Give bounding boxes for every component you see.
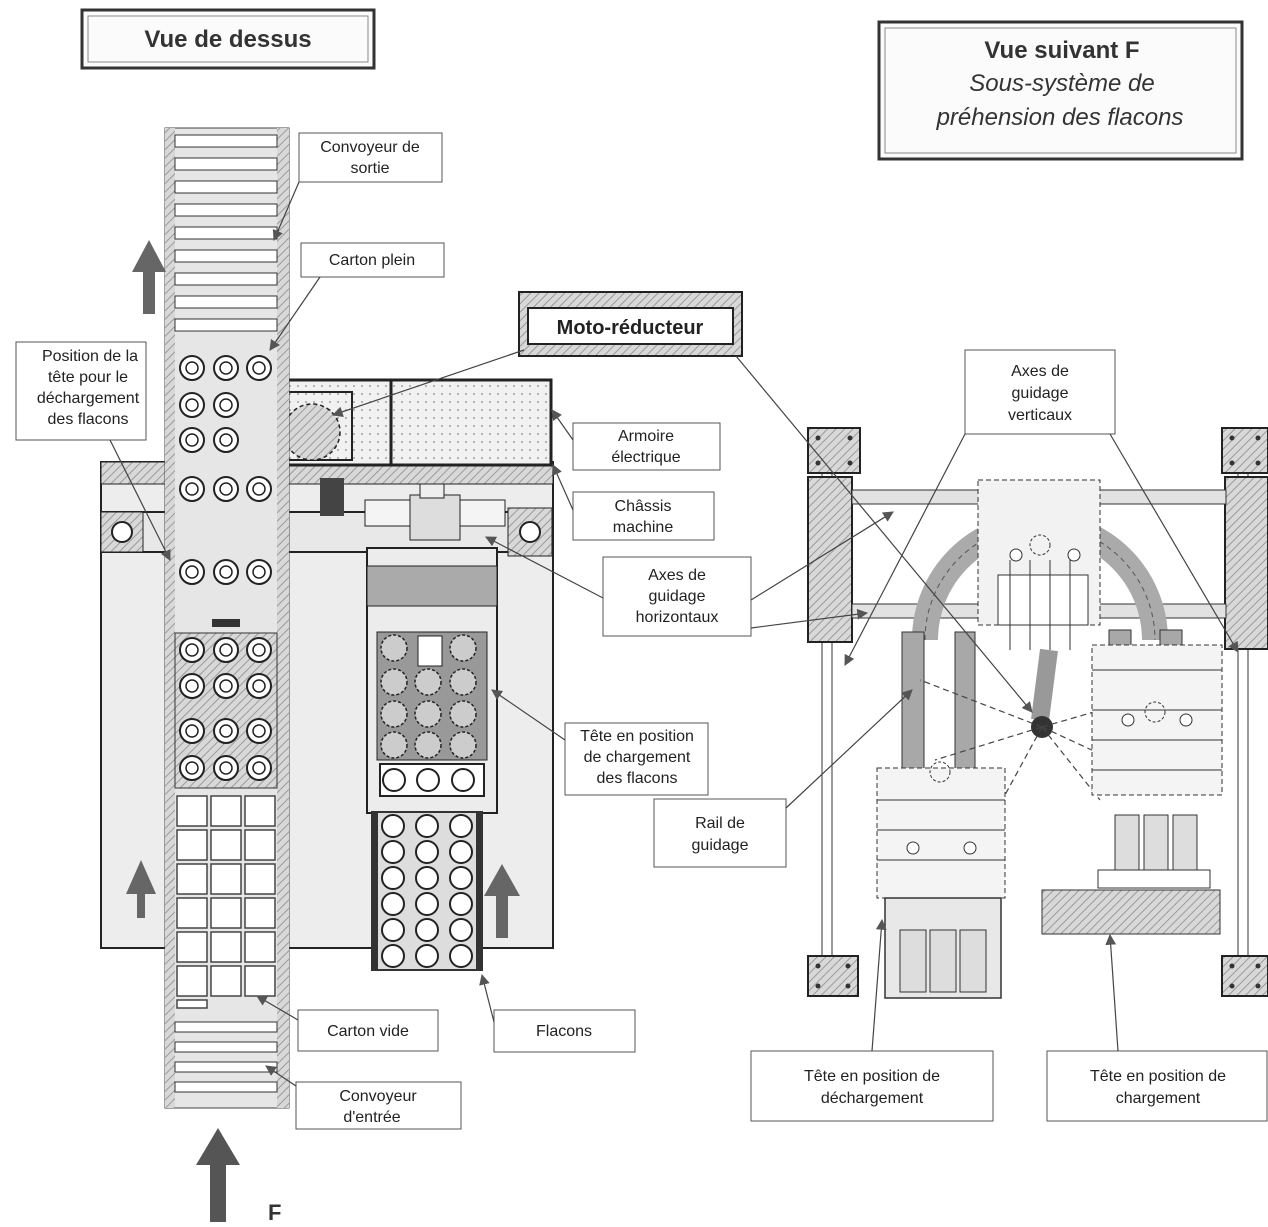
side-view: Vue suivant F Sous-système de préhension… [653,20,1268,1122]
middle-carton-bottles [179,637,272,781]
svg-text:guidage: guidage [692,837,749,854]
output-conveyor-slats [174,134,278,332]
side-view-title-3: préhension des flacons [936,104,1184,131]
svg-text:d'entrée: d'entrée [343,1109,400,1126]
label-flacons: Flacons [493,1009,636,1053]
full-carton-bottles [179,355,272,585]
bottle-conveyor-bottles [381,814,473,968]
svg-text:électrique: électrique [611,449,680,466]
leader-lines-left [109,181,604,1087]
label-moto-reducteur: Moto-réducteur [518,291,743,357]
svg-text:Flacons: Flacons [536,1023,592,1040]
label-carton-vide: Carton vide [297,1009,439,1052]
svg-text:Carton plein: Carton plein [329,252,415,269]
svg-text:Convoyeur de: Convoyeur de [320,139,420,156]
leader-lines-right [735,355,1239,1052]
input-conveyor-slats [174,1021,278,1093]
top-view-title-box [80,8,376,70]
svg-text:Châssis: Châssis [615,498,672,515]
label-armoire: Armoire électrique [572,422,721,471]
svg-text:des flacons: des flacons [597,770,678,787]
motor-reducer-circle [283,403,341,461]
label-chassis: Châssis machine [572,491,715,541]
f-marker: F [268,1200,281,1225]
side-view-title-1: Vue suivant F [984,37,1139,64]
svg-text:Tête en position: Tête en position [580,728,694,745]
label-convoyeur-sortie: Convoyeur de sortie [298,132,443,183]
svg-text:chargement: chargement [1116,1090,1201,1107]
top-view: Vue de dessus [15,8,752,1225]
svg-text:sortie: sortie [350,160,389,177]
output-direction-arrow [132,240,166,314]
label-tete-chargement-right: Tête en position de chargement [1046,1050,1268,1122]
right-head-bottles [1114,814,1198,876]
svg-text:des flacons: des flacons [48,411,129,428]
label-carton-plein: Carton plein [300,242,445,278]
right-carton [1041,889,1221,935]
label-tete-chargement: Tête en position de chargement des flaco… [564,722,709,796]
svg-text:tête pour le: tête pour le [48,369,128,386]
svg-text:Armoire: Armoire [618,428,674,445]
svg-text:Moto-réducteur: Moto-réducteur [557,317,704,339]
svg-text:Tête en position de: Tête en position de [804,1068,940,1085]
svg-text:guidage: guidage [1012,385,1069,402]
svg-text:horizontaux: horizontaux [636,609,719,626]
label-position-tete: Position de la tête pour le déchargement… [15,341,147,441]
svg-text:machine: machine [613,519,674,536]
side-view-title-2: Sous-système de [969,70,1154,97]
svg-text:Carton vide: Carton vide [327,1023,409,1040]
svg-text:guidage: guidage [649,588,706,605]
label-convoyeur-entree: Convoyeur d'entrée [295,1081,462,1130]
svg-text:Position de la: Position de la [42,348,138,365]
svg-text:Axes de: Axes de [648,567,706,584]
unloading-head-left [876,767,1006,899]
bottle-direction-arrow [484,864,520,938]
svg-text:Axes de: Axes de [1011,363,1069,380]
left-head-bottles [899,929,987,993]
empty-carton-grid [176,795,276,1009]
top-view-title: Vue de dessus [144,26,311,53]
label-tete-dechargement: Tête en position de déchargement [750,1050,994,1122]
svg-text:Convoyeur: Convoyeur [339,1088,417,1105]
svg-text:déchargement: déchargement [821,1090,924,1107]
label-axes-horizontaux: Axes de guidage horizontaux [602,556,752,637]
electric-cabinet [389,378,553,467]
input-direction-arrow [126,860,156,918]
loading-head-bottles [380,634,477,759]
side-view-title-box [877,20,1244,161]
loading-head-right [1091,644,1223,796]
svg-text:Rail de: Rail de [695,815,745,832]
view-f-arrow [196,1128,240,1222]
svg-text:de chargement: de chargement [584,749,691,766]
svg-text:Tête en position de: Tête en position de [1090,1068,1226,1085]
label-rail-guidage: Rail de guidage [653,798,787,868]
svg-text:déchargement: déchargement [37,390,140,407]
svg-text:verticaux: verticaux [1008,407,1072,424]
label-axes-verticaux: Axes de guidage verticaux [964,349,1116,435]
